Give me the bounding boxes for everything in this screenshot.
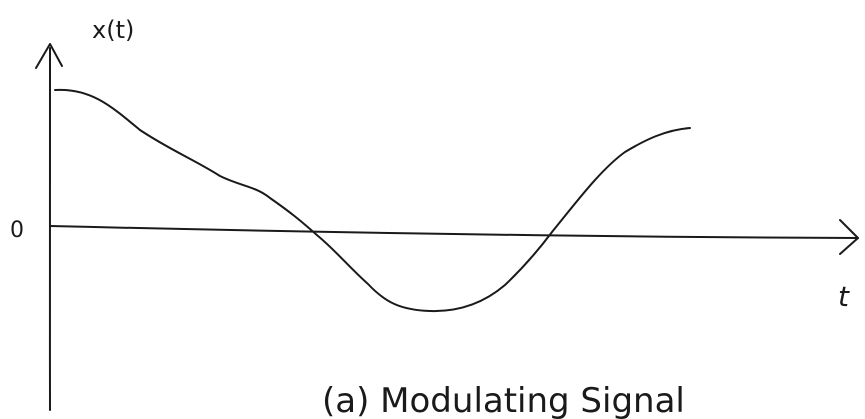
x-axis-arrowhead: [839, 219, 859, 255]
x-axis: [49, 225, 859, 239]
figure-caption: (a) Modulating Signal: [322, 381, 685, 419]
origin-label: 0: [10, 218, 24, 243]
x-axis-label: t: [838, 280, 850, 313]
y-axis-label: x(t): [92, 16, 134, 44]
signal-waveform: [54, 88, 691, 313]
y-axis-arrowhead: [35, 43, 63, 69]
